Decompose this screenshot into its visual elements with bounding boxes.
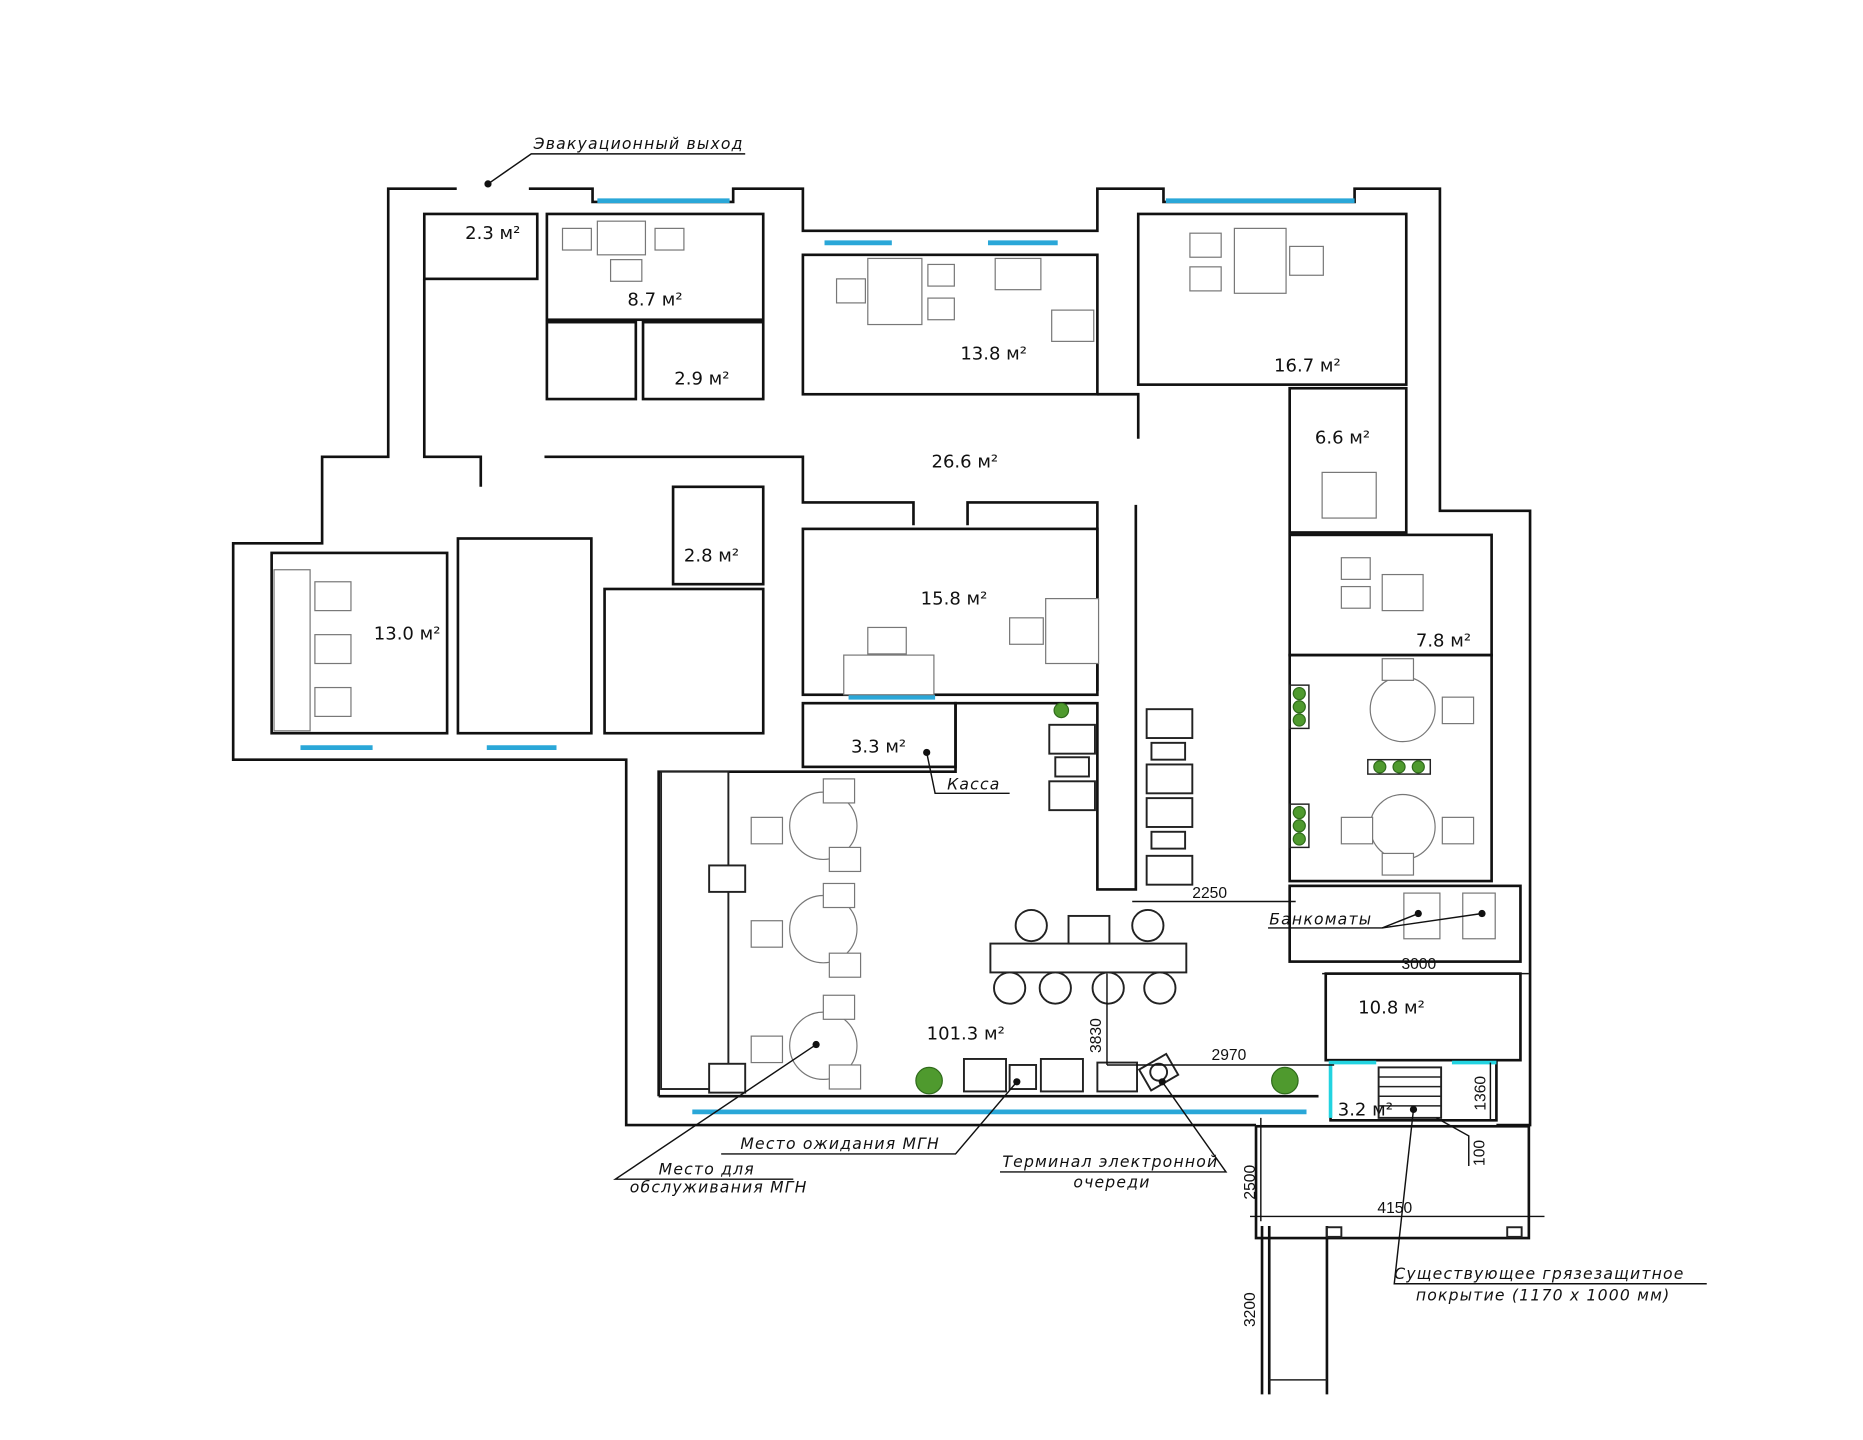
- room-area: 10.8 м²: [1358, 997, 1425, 1018]
- dimension-3830: 3830: [1088, 1018, 1105, 1053]
- terminal-label: Терминал электронной: [1002, 1153, 1218, 1171]
- mgn-service-label: Место для: [659, 1160, 755, 1178]
- room-area: 3.2 м²: [1338, 1099, 1393, 1120]
- dimension-100: 100: [1471, 1140, 1488, 1166]
- dimension-1360: 1360: [1473, 1076, 1490, 1111]
- mgn-service-label: обслуживания МГН: [630, 1178, 808, 1196]
- dimension-3000: 3000: [1401, 956, 1436, 973]
- callouts: Эвакуационный выход Касса Банкоматы Мест…: [484, 135, 1707, 1305]
- room-area: 2.9 м²: [674, 369, 729, 390]
- room-area: 13.0 м²: [374, 623, 441, 644]
- atms-label: Банкоматы: [1269, 910, 1372, 928]
- terminal-icon: [1137, 1052, 1180, 1092]
- room-area: 3.3 м²: [851, 736, 906, 757]
- terminal-label: очереди: [1073, 1174, 1150, 1192]
- mat-label: Существующее грязезащитное: [1394, 1265, 1684, 1283]
- windows: [300, 198, 1497, 1118]
- dimension-2500: 2500: [1242, 1165, 1259, 1200]
- room-area-labels: 2.3 м² 8.7 м² 2.9 м² 13.8 м² 16.7 м² 26.…: [374, 223, 1471, 1120]
- room-area: 6.6 м²: [1315, 428, 1370, 449]
- mat-label: покрытие (1170 x 1000 мм): [1416, 1287, 1671, 1305]
- room-area: 2.3 м²: [465, 223, 520, 244]
- room-area: 8.7 м²: [627, 289, 682, 310]
- plants: [915, 684, 1432, 1095]
- dimension-2250: 2250: [1192, 885, 1227, 902]
- dimension-4150: 4150: [1377, 1200, 1412, 1217]
- dimension-3200: 3200: [1242, 1292, 1259, 1327]
- room-area: 16.7 м²: [1274, 355, 1341, 376]
- room-area: 7.8 м²: [1416, 631, 1471, 652]
- room-area: 101.3 м²: [927, 1024, 1005, 1045]
- mgn-wait-label: Место ожидания МГН: [740, 1135, 940, 1153]
- room-area: 15.8 м²: [921, 589, 988, 610]
- furniture: [273, 220, 1523, 1238]
- dimensions: 2250 3000 3830 2970 1360 100 2500 4150 3…: [1088, 885, 1545, 1327]
- dimension-2970: 2970: [1212, 1047, 1247, 1064]
- room-area: 13.8 м²: [960, 343, 1027, 364]
- evac-exit-label: Эвакуационный выход: [533, 135, 744, 153]
- kassa-label: Касса: [947, 776, 1000, 794]
- room-area: 2.8 м²: [684, 545, 739, 566]
- room-area: 26.6 м²: [932, 452, 999, 473]
